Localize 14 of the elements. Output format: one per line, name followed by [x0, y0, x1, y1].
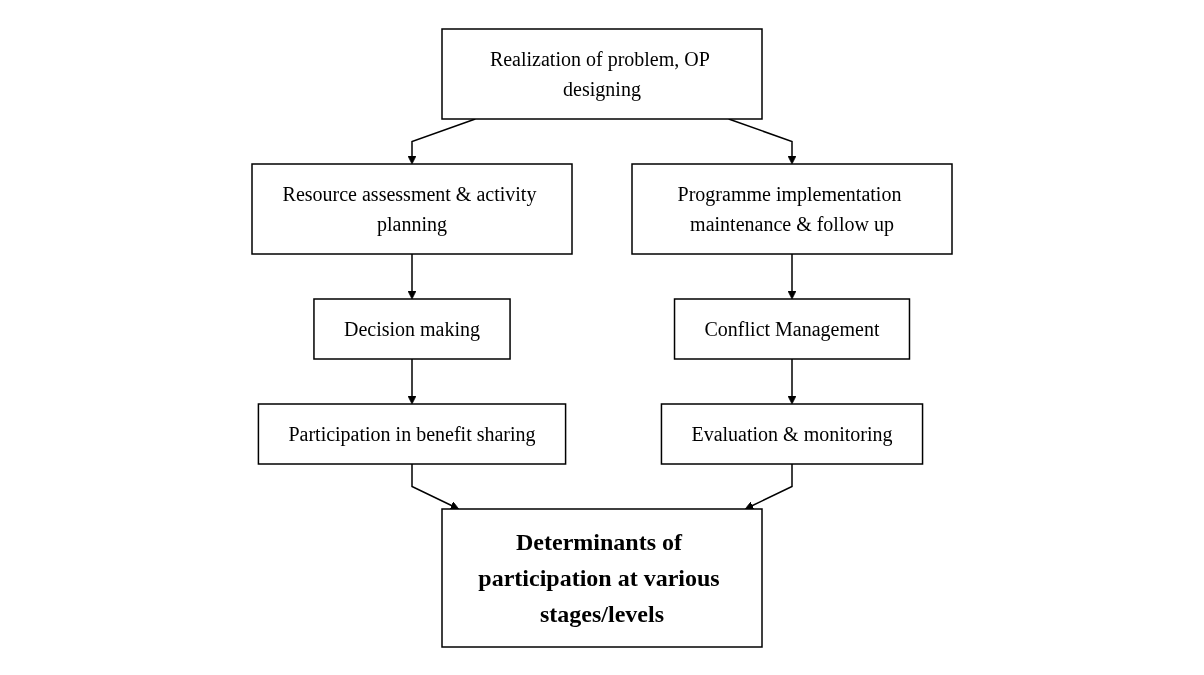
node-box: Determinants of participation at various stages/levels: [441, 507, 763, 648]
arrow: [744, 462, 793, 510]
node-box: Evaluation & monitoring: [660, 402, 924, 465]
node-box: Realization of problem, OP designing: [441, 27, 763, 120]
arrow: [407, 252, 417, 299]
node-box: Programme implementation maintenance & follow up: [631, 162, 953, 255]
node-box: Resource assessment & activity planning: [251, 162, 573, 255]
node-box: Decision making: [313, 297, 511, 360]
node-box: Conflict Management: [673, 297, 911, 360]
arrow: [407, 357, 417, 404]
arrow: [411, 462, 460, 510]
node-box: Participation in benefit sharing: [257, 402, 567, 465]
arrow: [787, 357, 797, 404]
arrow: [787, 252, 797, 299]
